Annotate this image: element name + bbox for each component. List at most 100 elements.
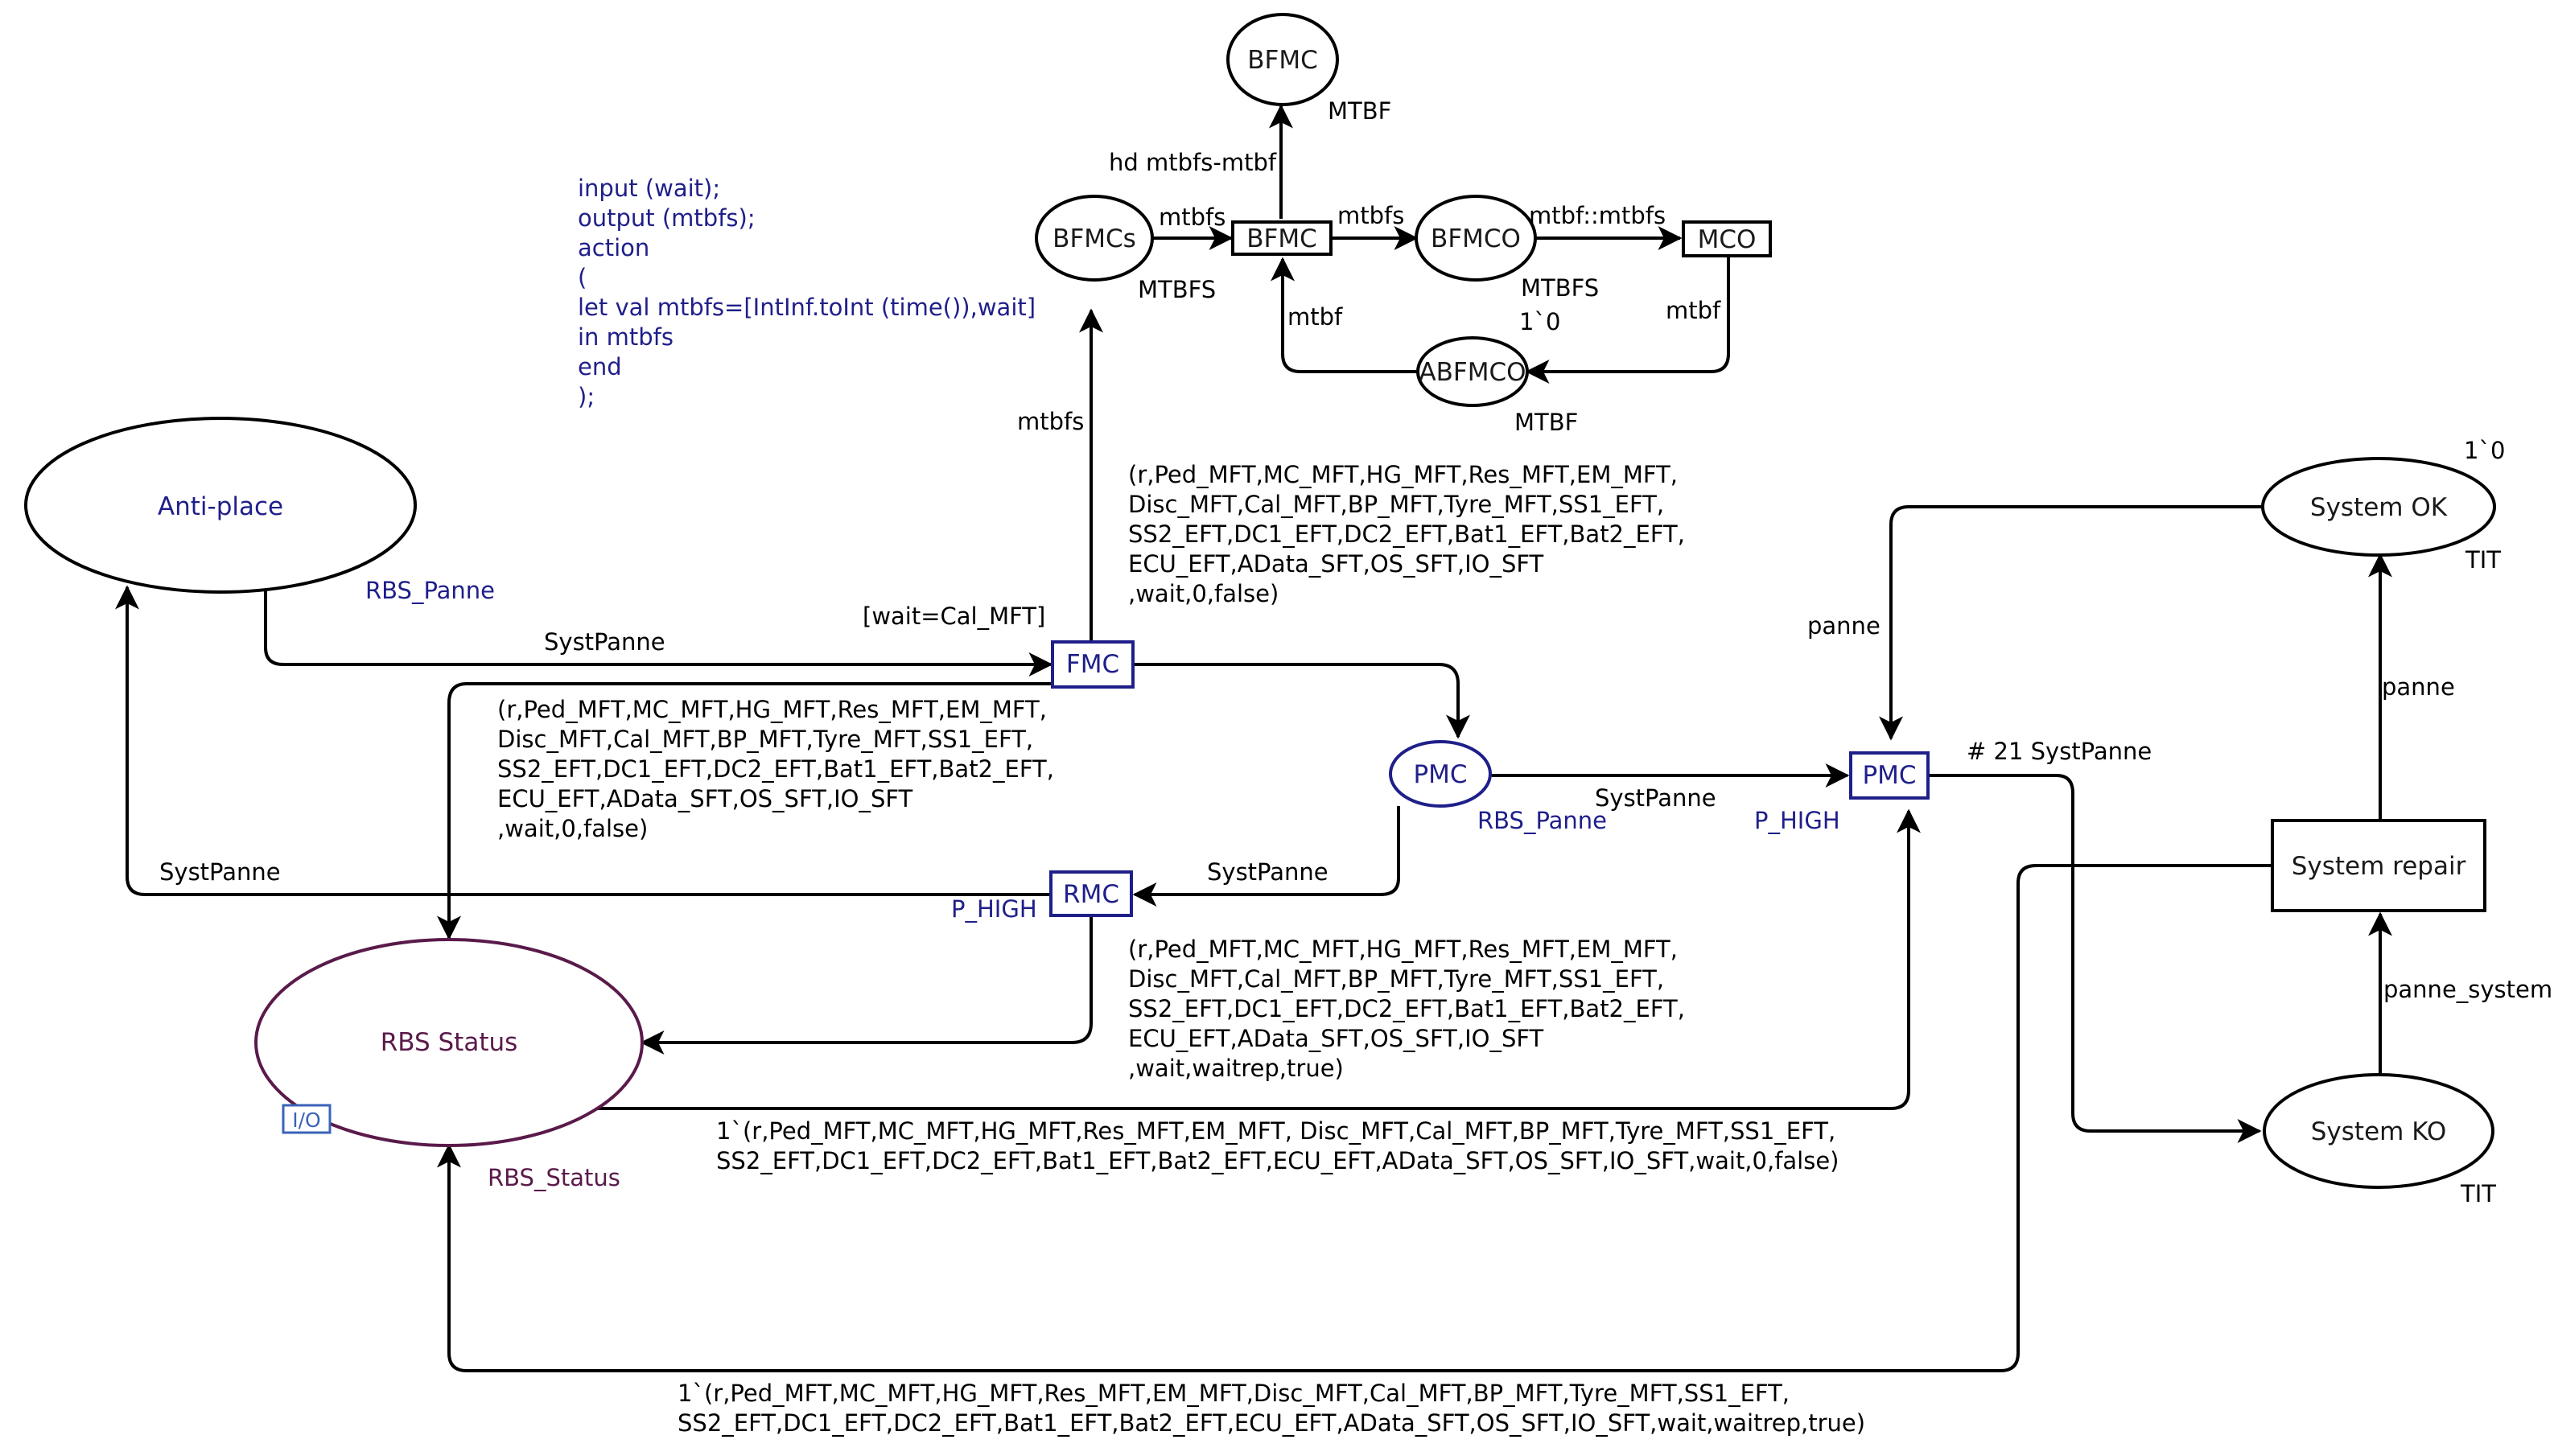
code-line: in mtbfs (578, 323, 674, 351)
transition-system-repair-name: System repair (2292, 852, 2466, 881)
place-system-ok-marking: 1`0 (2464, 437, 2505, 464)
arc-mco-to-abfmco (1525, 256, 1730, 384)
inscription-line: ECU_EFT,AData_SFT,OS_SFT,IO_SFT (1128, 1025, 1544, 1052)
place-system-ok-type: TIT (2465, 546, 2501, 574)
arc-label-panne-system: panne_system (2383, 976, 2552, 1003)
arc-system-ok-to-pmc (1879, 505, 2263, 741)
arc-label-mtbf-left: mtbf (1287, 303, 1343, 331)
place-rbs-status-name: RBS Status (381, 1028, 518, 1057)
place-system-ko-name: System KO (2311, 1117, 2447, 1146)
place-bfmcs[interactable] (1035, 195, 1154, 282)
place-abfmco[interactable] (1416, 336, 1529, 407)
transition-bfmc[interactable] (1231, 220, 1333, 256)
transition-mco-name: MCO (1698, 225, 1757, 254)
inscription-fmc-status-left: (r,Ped_MFT,MC_MFT,HG_MFT,Res_MFT,EM_MFT,… (497, 696, 1061, 842)
transition-rmc-name: RMC (1063, 880, 1119, 909)
place-pmc-name: PMC (1413, 760, 1467, 789)
code-segment: input (wait); output (mtbfs); action ( l… (578, 175, 1043, 410)
place-abfmco-name: ABFMCO (1419, 358, 1526, 387)
inscription-line: Disc_MFT,Cal_MFT,BP_MFT,Tyre_MFT,SS1_EFT… (497, 726, 1033, 753)
place-bfmc-name: BFMC (1247, 46, 1318, 75)
transition-rmc[interactable] (1049, 870, 1133, 917)
place-bfmco[interactable] (1415, 195, 1537, 282)
arc-label-anti-return: SystPanne (159, 858, 281, 886)
place-system-ko-type: TIT (2460, 1180, 2496, 1207)
transition-bfmc-name: BFMC (1246, 224, 1317, 253)
place-pmc[interactable] (1389, 740, 1492, 808)
inscription-line: SS2_EFT,DC1_EFT,DC2_EFT,Bat1_EFT,Bat2_EF… (1128, 520, 1685, 548)
place-bfmco-marking: 1`0 (1519, 308, 1560, 335)
inscription-line: (r,Ped_MFT,MC_MFT,HG_MFT,Res_MFT,EM_MFT, (1128, 461, 1678, 488)
inscription-line: ,wait,0,false) (1128, 580, 1279, 607)
code-line: output (mtbfs); (578, 204, 756, 232)
transition-pmc[interactable] (1849, 751, 1930, 800)
arc-label-rmc-syst: SystPanne (1207, 858, 1328, 886)
inscription-line: SS2_EFT,DC1_EFT,DC2_EFT,Bat1_EFT,Bat2_EF… (1128, 995, 1685, 1022)
place-bfmcs-name: BFMCs (1052, 224, 1136, 253)
transition-fmc[interactable] (1051, 640, 1135, 689)
code-line: input (wait); (578, 175, 720, 202)
inscription-line: 1`(r,Ped_MFT,MC_MFT,HG_MFT,Res_MFT,EM_MF… (716, 1117, 1835, 1145)
arc-label-mtbfs-out: mtbfs (1337, 202, 1404, 229)
code-line: let val mtbfs=[IntInf.toInt (time()),wai… (578, 294, 1036, 321)
place-bfmc-type: MTBF (1328, 97, 1391, 125)
inscription-fmc-status-top: (r,Ped_MFT,MC_MFT,HG_MFT,Res_MFT,EM_MFT,… (1128, 461, 1692, 607)
place-system-ok-name: System OK (2310, 493, 2448, 522)
inscription-line: ,wait,0,false) (497, 815, 648, 842)
inscription-pmc-status: 1`(r,Ped_MFT,MC_MFT,HG_MFT,Res_MFT,EM_MF… (716, 1117, 1843, 1174)
arc-label-panne-left: panne (1807, 612, 1880, 640)
arc-rmc-to-anti (115, 585, 1051, 896)
inscription-line: Disc_MFT,Cal_MFT,BP_MFT,Tyre_MFT,SS1_EFT… (1128, 965, 1664, 993)
inscription-line: SS2_EFT,DC1_EFT,DC2_EFT,Bat1_EFT,Bat2_EF… (678, 1409, 1865, 1437)
place-pmc-type: RBS_Panne (1477, 807, 1607, 834)
inscription-line: SS2_EFT,DC1_EFT,DC2_EFT,Bat1_EFT,Bat2_EF… (497, 755, 1054, 783)
place-anti-name: Anti-place (158, 492, 283, 521)
place-bfmc[interactable] (1226, 13, 1339, 106)
place-abfmco-type: MTBF (1514, 409, 1578, 436)
inscription-line: Disc_MFT,Cal_MFT,BP_MFT,Tyre_MFT,SS1_EFT… (1128, 491, 1664, 518)
transition-system-repair[interactable] (2271, 819, 2486, 912)
place-anti[interactable] (24, 417, 417, 594)
code-line: action (578, 234, 649, 261)
arc-anti-to-fmc (264, 591, 1053, 677)
arc-label-mtbf-cons: mtbf::mtbfs (1529, 202, 1666, 229)
code-line: end (578, 353, 622, 380)
port-tag: I/O (292, 1108, 320, 1132)
inscription-line: ,wait,waitrep,true) (1128, 1055, 1344, 1082)
arc-rmc-rbs-status (640, 890, 1103, 1055)
code-line: ( (578, 264, 587, 291)
inscription-rmc-status: (r,Ped_MFT,MC_MFT,HG_MFT,Res_MFT,EM_MFT,… (1128, 936, 1692, 1082)
arc-label-mtbf-right: mtbf (1666, 297, 1721, 324)
transition-fmc-name: FMC (1066, 650, 1119, 679)
inscription-line: SS2_EFT,DC1_EFT,DC2_EFT,Bat1_EFT,Bat2_EF… (716, 1147, 1839, 1174)
port-tag-box (282, 1104, 332, 1134)
place-anti-type: RBS_Panne (365, 577, 495, 604)
inscription-line: 1`(r,Ped_MFT,MC_MFT,HG_MFT,Res_MFT,EM_MF… (678, 1380, 1790, 1407)
inscription-line: (r,Ped_MFT,MC_MFT,HG_MFT,Res_MFT,EM_MFT, (1128, 936, 1678, 963)
place-bfmco-name: BFMCO (1431, 224, 1521, 253)
place-rbs-status[interactable] (254, 938, 644, 1147)
transition-rmc-priority: P_HIGH (951, 895, 1037, 923)
arc-label-fmc-mtbfs: mtbfs (1017, 408, 1084, 435)
arc-label-21-syst: # 21 SystPanne (1967, 738, 2152, 765)
inscription-line: (r,Ped_MFT,MC_MFT,HG_MFT,Res_MFT,EM_MFT, (497, 696, 1047, 723)
place-bfmcs-type: MTBFS (1138, 276, 1216, 303)
inscription-line: ECU_EFT,AData_SFT,OS_SFT,IO_SFT (497, 785, 913, 812)
arc-pmc-to-system-ko (1930, 774, 2262, 1143)
arc-label-mtbfs-in: mtbfs (1159, 204, 1226, 231)
arc-label-hd-mtbfs: hd mtbfs-mtbf (1109, 149, 1277, 176)
place-rbs-status-type: RBS_Status (488, 1164, 620, 1191)
transition-pmc-name: PMC (1862, 761, 1916, 790)
arc-label-panne-right: panne (2382, 673, 2455, 701)
inscription-repair-status: 1`(r,Ped_MFT,MC_MFT,HG_MFT,Res_MFT,EM_MF… (678, 1380, 1865, 1437)
arc-label-pmc-syst: SystPanne (1595, 784, 1716, 812)
transition-fmc-guard: [wait=Cal_MFT] (863, 603, 1045, 630)
place-system-ko[interactable] (2263, 1073, 2494, 1189)
transition-pmc-priority: P_HIGH (1754, 807, 1840, 834)
place-system-ok[interactable] (2261, 457, 2496, 557)
transition-mco[interactable] (1682, 220, 1772, 257)
arc-label-anti-syst: SystPanne (544, 628, 665, 656)
inscription-line: ECU_EFT,AData_SFT,OS_SFT,IO_SFT (1128, 550, 1544, 578)
arc-fmc-to-pmc-place (1133, 663, 1470, 739)
